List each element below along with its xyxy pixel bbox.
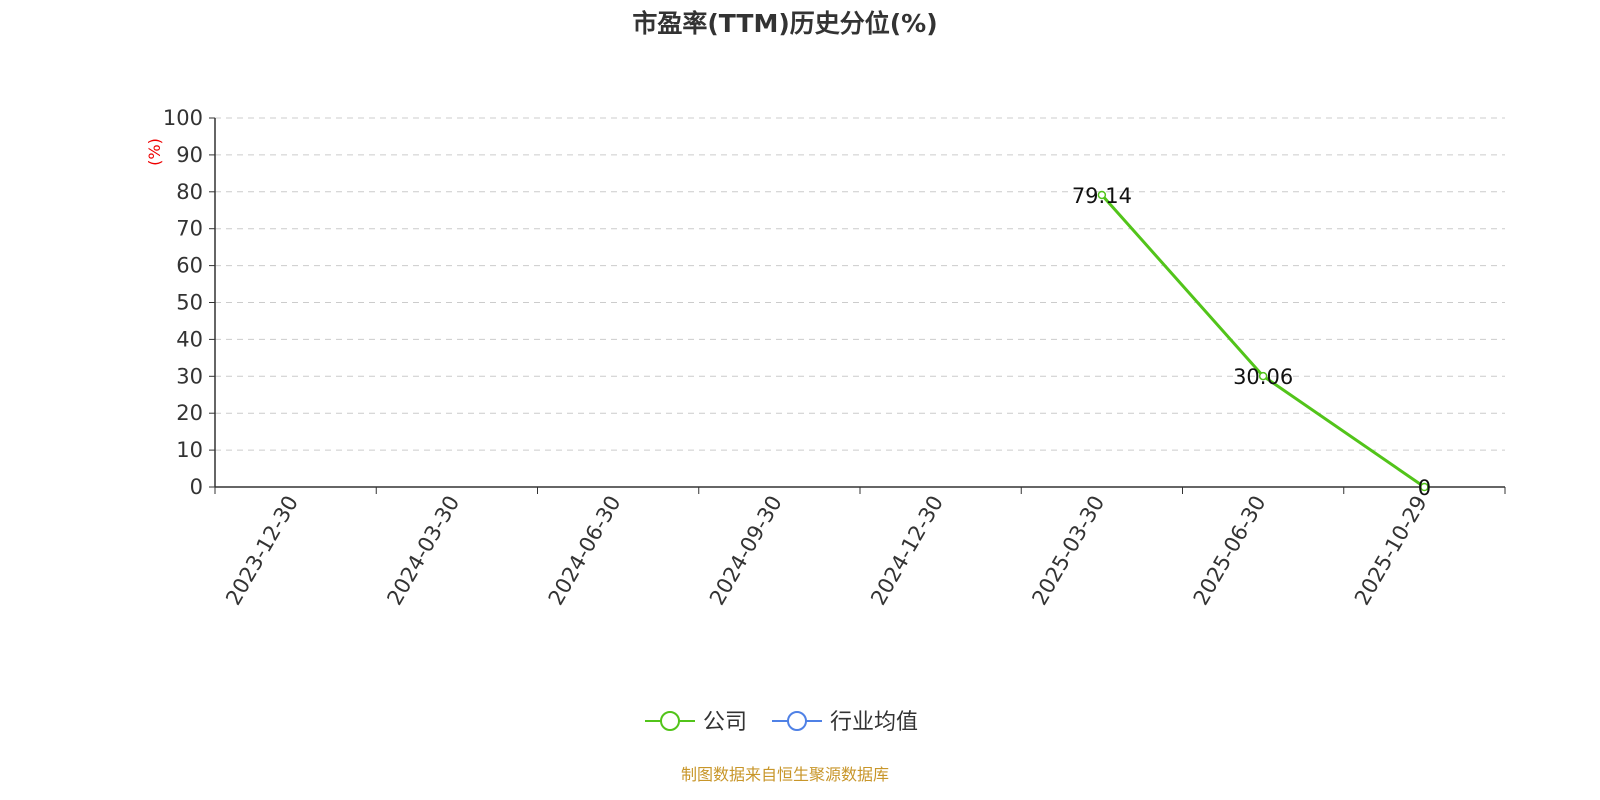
y-tick-label: 70: [176, 217, 203, 241]
y-tick-label: 20: [176, 401, 203, 425]
data-point: [1420, 482, 1429, 492]
x-tick-label: 2024-03-30: [382, 492, 464, 610]
legend-marker-company-icon: [645, 711, 695, 731]
y-tick-label: 100: [163, 106, 203, 130]
legend: 公司 行业均值: [645, 710, 918, 735]
y-tick-label: 50: [176, 291, 203, 315]
source-footer: 制图数据来自恒生聚源数据库: [681, 765, 889, 784]
x-tick-label: 2024-06-30: [544, 492, 626, 610]
data-point: [1258, 371, 1268, 381]
y-tick-label: 0: [190, 475, 203, 499]
x-tick-label: 2023-12-30: [221, 492, 303, 610]
chart-title: 市盈率(TTM)历史分位(%): [632, 9, 937, 38]
data-point: [1097, 190, 1107, 200]
data-label: 0: [1418, 476, 1431, 500]
y-tick-label: 90: [176, 143, 203, 167]
y-axis-label: (%): [145, 138, 164, 166]
legend-marker-industry-icon: [772, 711, 822, 731]
y-tick-label: 30: [176, 364, 203, 388]
y-tick-label: 80: [176, 180, 203, 204]
x-tick-label: 2024-09-30: [705, 492, 787, 610]
x-tick-label: 2025-10-29: [1350, 492, 1432, 610]
series-line-0: [1100, 193, 1426, 489]
legend-label: 行业均值: [830, 710, 918, 735]
data-label: 30.06: [1233, 365, 1293, 389]
y-tick-label: 10: [176, 438, 203, 462]
x-tick-label: 2024-12-30: [866, 492, 948, 610]
x-tick-label: 2025-06-30: [1189, 492, 1271, 610]
data-label: 79.14: [1072, 184, 1132, 208]
x-tick-label: 2025-03-30: [1027, 492, 1109, 610]
legend-item-company[interactable]: 公司: [645, 710, 747, 735]
y-tick-label: 60: [176, 254, 203, 278]
legend-item-industry-average[interactable]: 行业均值: [772, 710, 918, 735]
y-tick-label: 40: [176, 327, 203, 351]
legend-label: 公司: [703, 710, 747, 735]
